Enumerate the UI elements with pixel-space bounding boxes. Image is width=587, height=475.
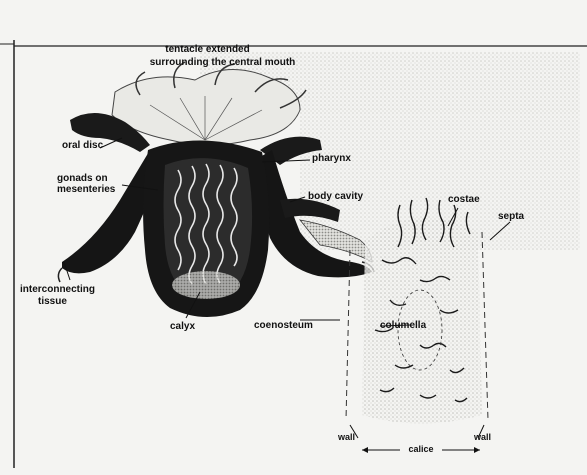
label-gonads-line1: gonads on [57,173,108,184]
label-columella: columella [380,320,426,331]
label-tentacle-line1: tentacle extended [150,44,265,55]
label-interconnecting-line1: interconnecting [20,284,95,295]
label-pharynx: pharynx [312,153,351,164]
label-oral-disc: oral disc [62,140,103,151]
label-calyx: calyx [170,321,195,332]
label-interconnecting-line2: tissue [38,296,67,307]
right-wall-outline [482,232,488,420]
label-gonads-line2: mesenteries [57,184,115,195]
label-tentacle-line2: surrounding the central mouth [135,57,310,68]
label-calice: calice [400,444,442,455]
label-body-cavity: body cavity [308,191,363,202]
label-wall-right: wall [474,432,491,443]
label-wall-left: wall [338,432,355,443]
label-coenosteum: coenosteum [254,320,313,331]
label-costae: costae [448,194,480,205]
label-septa: septa [498,211,524,222]
